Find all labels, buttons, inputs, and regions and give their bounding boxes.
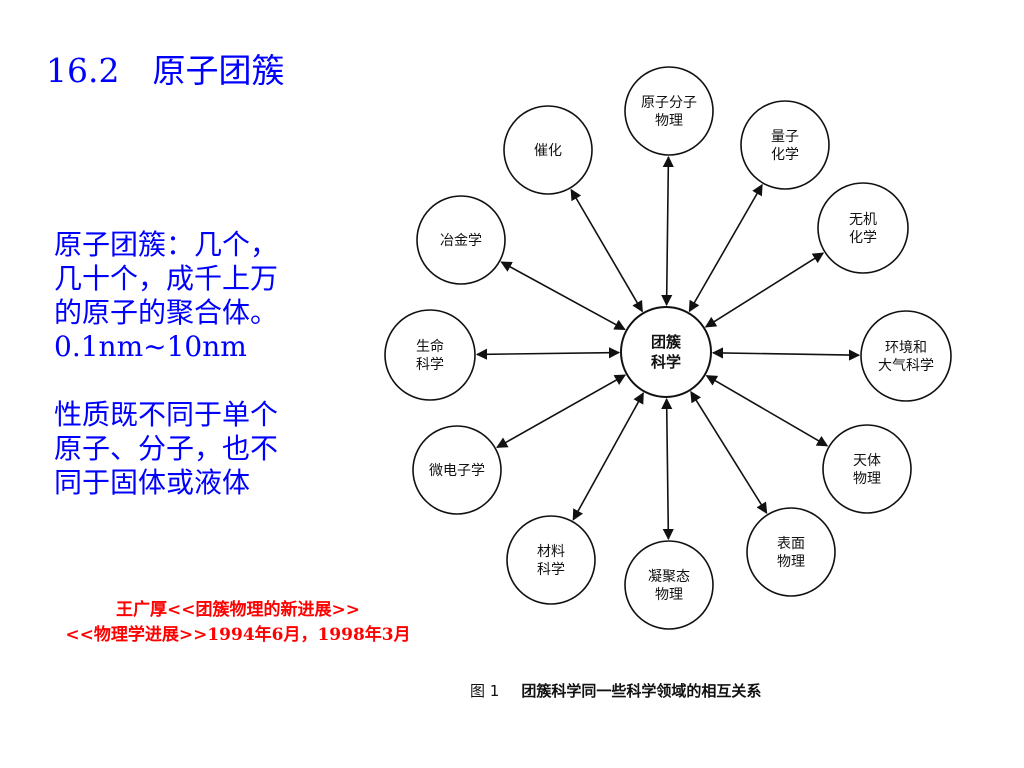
- connector-astrophysics: [705, 374, 829, 447]
- node-label: 量子: [771, 129, 799, 145]
- node-circle: [860, 310, 952, 402]
- node-label: 生命: [416, 338, 444, 355]
- connector-materials-science: [572, 392, 644, 521]
- node-circle: [416, 195, 506, 285]
- citation-line-2: <<物理学进展>>1994年6月，1998年3月: [65, 625, 411, 645]
- node-circle: [412, 425, 502, 515]
- node-circle: [384, 309, 476, 401]
- description-line: 的原子的聚合体。: [54, 296, 279, 329]
- node-label: 化学: [849, 230, 877, 246]
- node-label: 化学: [771, 147, 799, 163]
- description-line: 同于固体或液体: [54, 466, 251, 499]
- node-label: 物理: [853, 471, 881, 487]
- node-catalysis: 催化: [503, 105, 593, 195]
- node-label: 催化: [534, 143, 562, 159]
- connector-metallurgy: [500, 261, 626, 331]
- connector-inorganic-chemistry: [704, 252, 825, 328]
- center-label: 团簇: [651, 333, 682, 351]
- node-label: 原子分子: [641, 95, 697, 111]
- figure-caption-text: 团簇科学同一些科学领域的相互关系: [521, 682, 762, 700]
- connector-environmental-science: [711, 347, 861, 361]
- node-label: 物理: [655, 113, 683, 129]
- center-circle: [620, 306, 712, 398]
- description-line: 几十个，成千上万: [54, 262, 279, 295]
- node-label: 冶金学: [440, 233, 482, 249]
- node-circle: [817, 182, 909, 274]
- node-microelectronics: 微电子学: [412, 425, 502, 515]
- node-label: 微电子学: [429, 463, 485, 479]
- node-circle: [822, 424, 912, 514]
- node-circle: [740, 100, 830, 190]
- node-label: 物理: [777, 554, 805, 570]
- description-line: 原子、分子，也不: [54, 432, 279, 465]
- node-label: 环境和: [885, 340, 927, 356]
- connector-atomic-molecular-physics: [661, 155, 674, 307]
- connector-catalysis: [570, 188, 643, 313]
- slide-title: 16.2 原子团簇: [46, 51, 285, 90]
- center-label: 科学: [651, 353, 681, 371]
- description: 原子团簇：几个， 几十个，成千上万 的原子的聚合体。 0.1nm~10nm 性质…: [54, 228, 354, 500]
- node-circle: [506, 515, 596, 605]
- node-label: 无机: [849, 212, 877, 228]
- connector-life-science: [475, 347, 621, 360]
- connector-quantum-chemistry: [688, 183, 763, 313]
- description-line: 性质既不同于单个: [54, 398, 279, 431]
- node-label: 材料: [537, 544, 565, 560]
- description-line: 0.1nm~10nm: [54, 330, 247, 363]
- node-circle: [624, 540, 714, 630]
- node-label: 科学: [537, 562, 565, 578]
- node-label: 表面: [777, 536, 805, 552]
- citation: 王广厚<<团簇物理的新进展>> <<物理学进展>>1994年6月，1998年3月: [28, 598, 448, 648]
- node-circle: [503, 105, 593, 195]
- figure-number: 图 1: [470, 682, 500, 700]
- node-label: 凝聚态: [648, 569, 690, 585]
- description-line: 原子团簇：几个，: [54, 228, 279, 261]
- node-metallurgy: 冶金学: [416, 195, 506, 285]
- node-cluster-science: 团簇科学: [620, 306, 712, 398]
- node-label: 天体: [853, 453, 881, 469]
- figure-caption: 图 1 团簇科学同一些科学领域的相互关系: [470, 680, 761, 701]
- node-circle: [624, 66, 714, 156]
- connector-condensed-matter-physics: [661, 397, 674, 541]
- connector-microelectronics: [496, 374, 627, 449]
- node-label: 科学: [416, 357, 444, 373]
- connector-surface-physics: [690, 390, 768, 514]
- node-label: 物理: [655, 587, 683, 603]
- node-label: 大气科学: [878, 358, 934, 374]
- citation-line-1: 王广厚<<团簇物理的新进展>>: [116, 600, 360, 620]
- node-circle: [746, 507, 836, 597]
